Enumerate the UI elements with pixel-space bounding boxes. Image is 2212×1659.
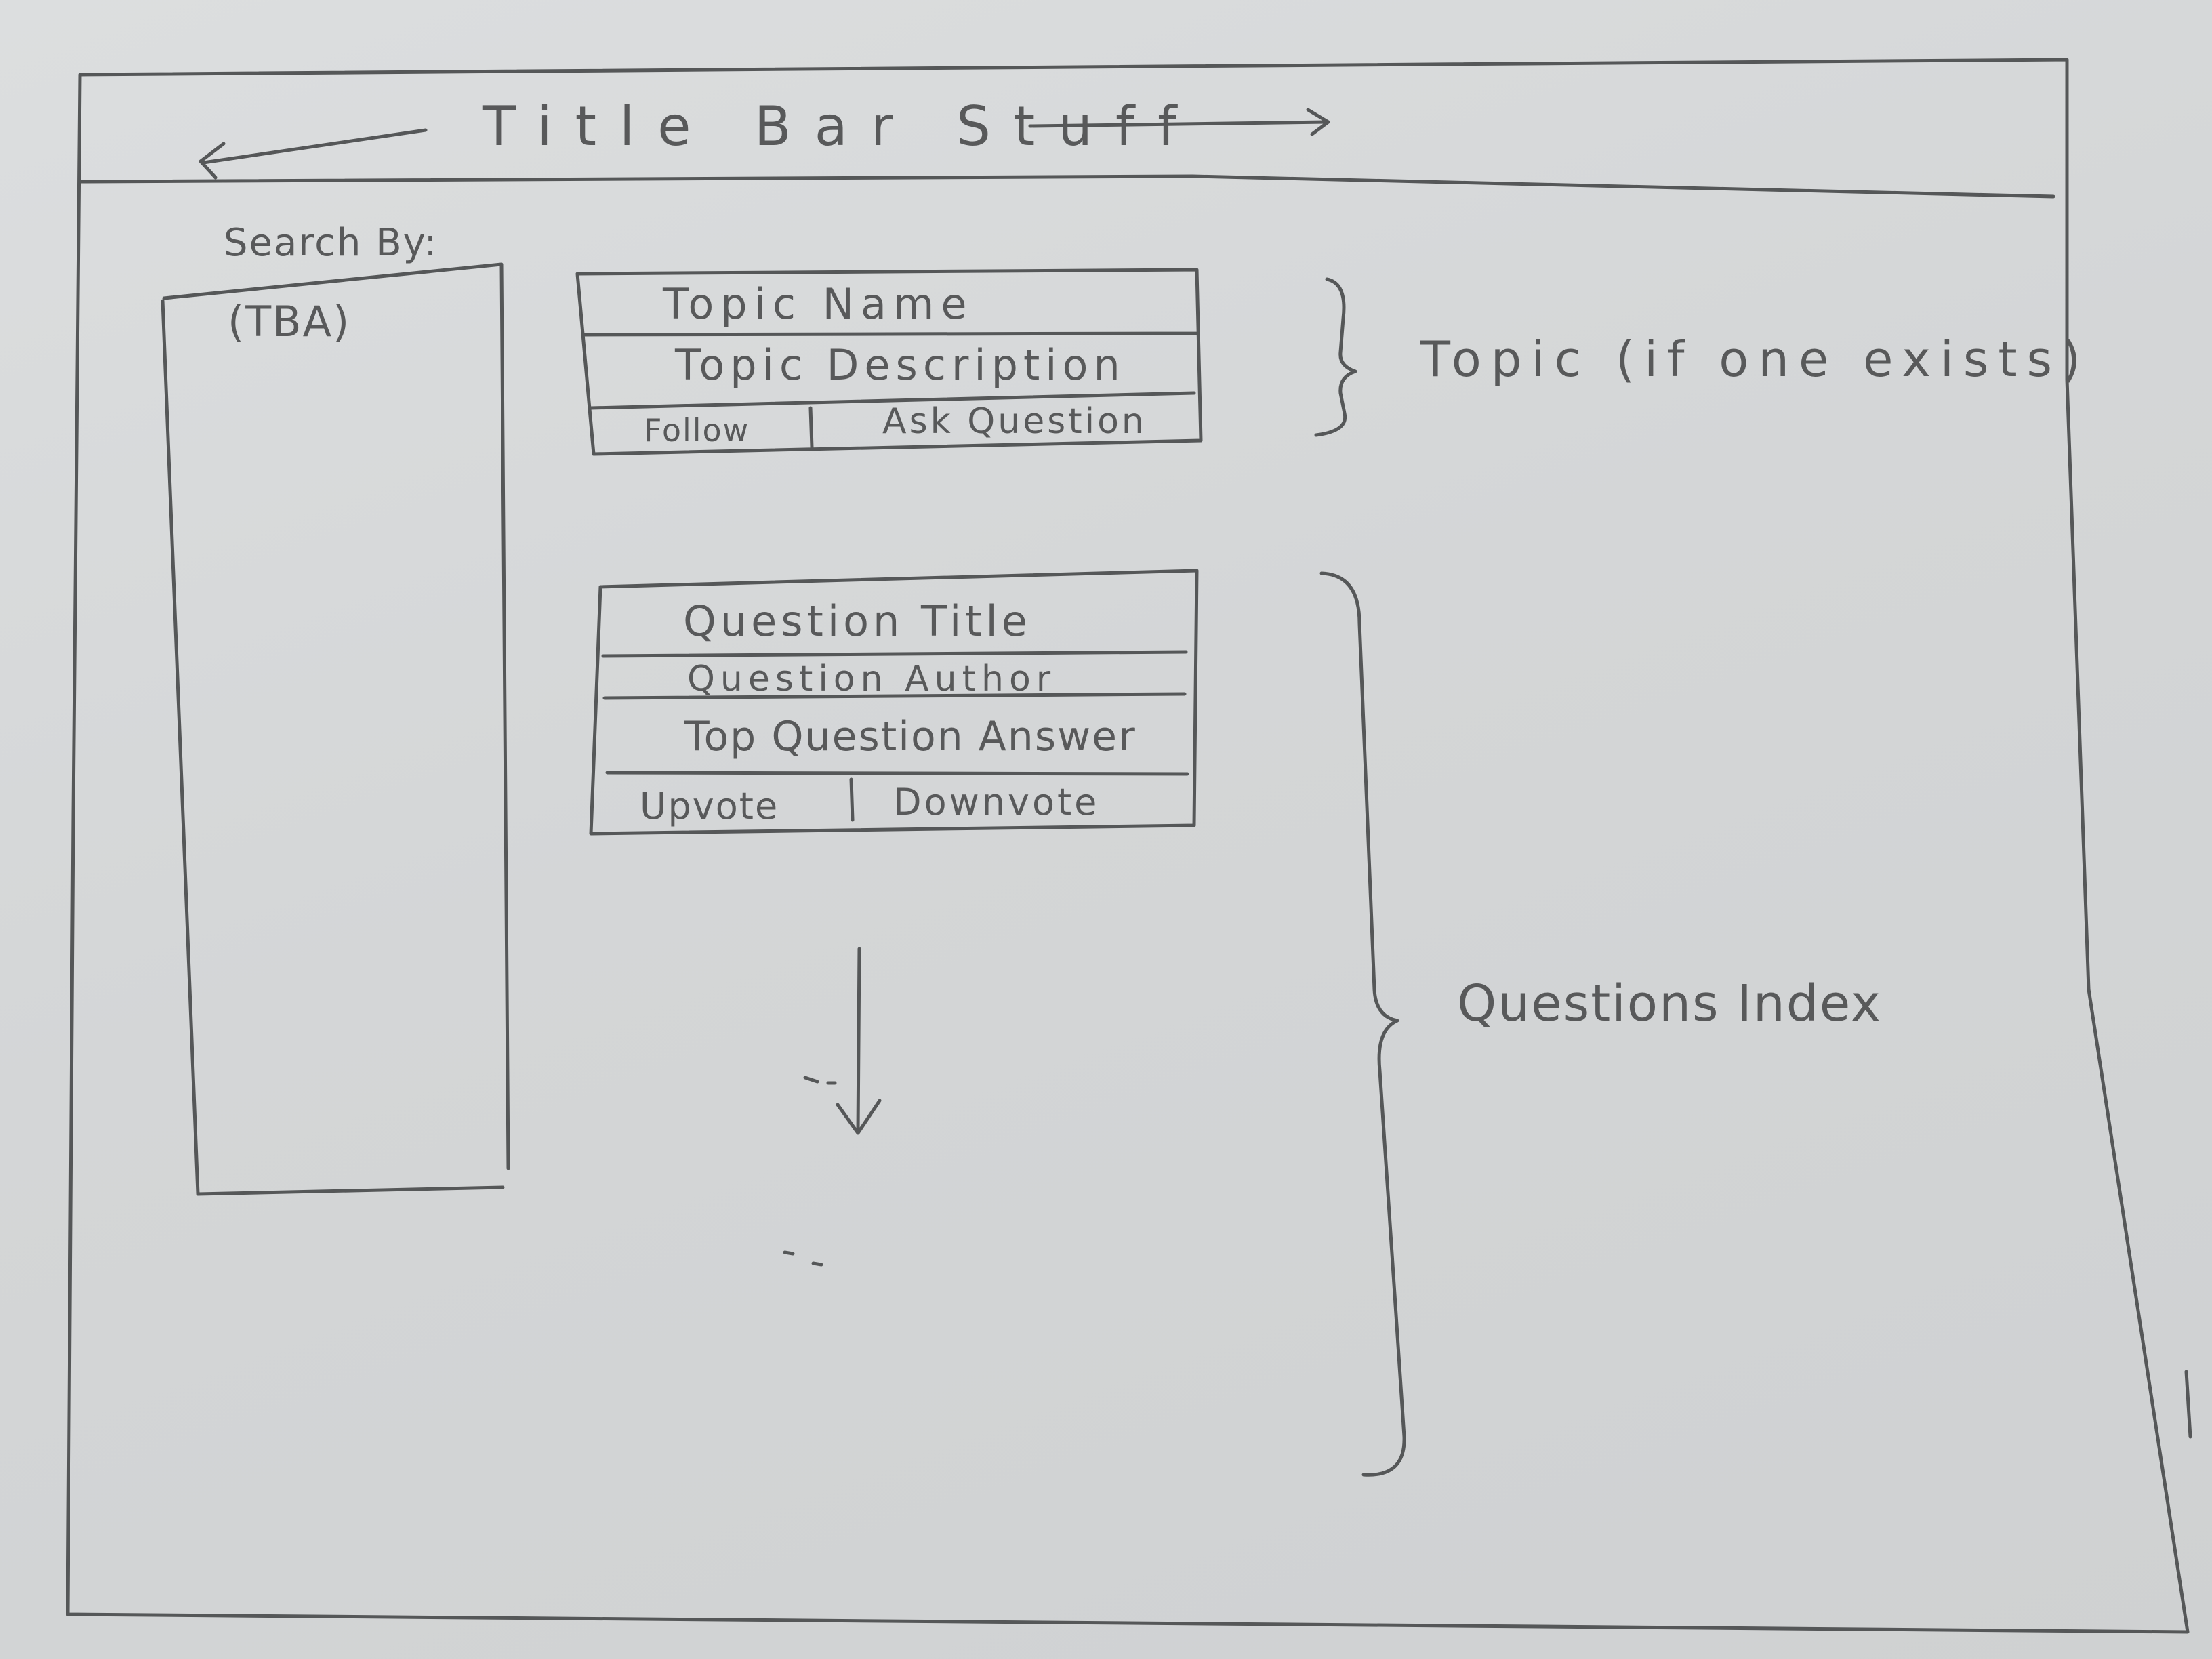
title-bar-label: Title Bar Stuff — [483, 95, 1200, 158]
top-question-answer: Top Question Answer — [684, 713, 1136, 760]
question-author: Question Author — [687, 659, 1057, 699]
search-sidebar-box — [161, 262, 510, 1196]
scroll-down-arrow-icon — [836, 947, 882, 1135]
right-arrow-icon — [1028, 108, 1330, 136]
title-bar-divider — [78, 174, 2055, 199]
page-frame — [66, 58, 2190, 1634]
ask-question-button[interactable]: Ask Question — [882, 401, 1147, 442]
downvote-button[interactable]: Downvote — [893, 781, 1100, 823]
search-by-heading: Search By: — [224, 221, 438, 265]
questions-index-brace — [1319, 571, 1406, 1477]
follow-button[interactable]: Follow — [644, 412, 750, 449]
upvote-button[interactable]: Upvote — [640, 785, 779, 827]
page-edge-notch — [2184, 1370, 2192, 1439]
search-options-placeholder: (TBA) — [228, 297, 351, 346]
topic-description: Topic Description — [675, 340, 1126, 390]
question-card-frame — [589, 569, 1199, 836]
topic-card-frame — [575, 268, 1203, 456]
left-arrow-icon — [199, 128, 428, 180]
sketch-dash-mark — [803, 1076, 837, 1085]
topic-name: Topic Name — [663, 279, 974, 329]
topic-brace — [1314, 277, 1357, 437]
sketch-dash-mark-2 — [783, 1250, 823, 1267]
topic-annotation: Topic (if one exists) — [1420, 331, 2091, 388]
question-title: Question Title — [683, 596, 1031, 646]
questions-index-annotation: Questions Index — [1457, 975, 1882, 1033]
